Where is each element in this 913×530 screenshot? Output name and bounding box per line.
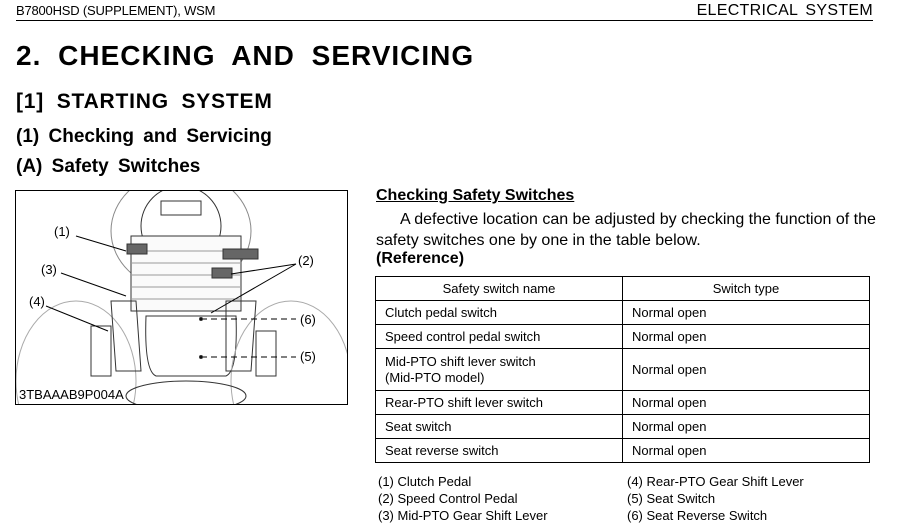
switch-type: Normal open [622,300,870,325]
switch-name: Clutch pedal switch [375,300,623,325]
section-heading: [1] STARTING SYSTEM [16,90,273,113]
column-header: Switch type [622,276,870,301]
table-row: Seat reverse switch Normal open [375,438,870,463]
reference-label: (Reference) [376,250,465,267]
callout-2: (2) [298,253,314,268]
switch-name: Seat reverse switch [375,438,623,463]
switch-type: Normal open [622,324,870,349]
subsection-heading: (1) Checking and Servicing [16,126,272,147]
table-row: Clutch pedal switch Normal open [375,300,870,325]
callout-4: (4) [29,294,45,309]
subtitle: Checking Safety Switches [376,187,575,204]
tractor-illustration [16,191,347,404]
callout-1: (1) [54,224,70,239]
switch-type: Normal open [622,414,870,439]
table-header-row: Safety switch name Switch type [375,276,870,301]
section-title: ELECTRICAL SYSTEM [696,2,873,19]
switch-name: Mid-PTO shift lever switch [385,353,536,369]
legend-item: (2) Speed Control Pedal [378,491,518,506]
table-row: Rear-PTO shift lever switch Normal open [375,390,870,415]
legend-item: (4) Rear-PTO Gear Shift Lever [627,474,804,489]
topic-heading: (A) Safety Switches [16,156,201,177]
legend-item: (6) Seat Reverse Switch [627,508,768,523]
callout-3: (3) [41,262,57,277]
switch-type: Normal open [622,438,870,463]
table-row: Speed control pedal switch Normal open [375,324,870,349]
switch-name-cell: Mid-PTO shift lever switch(Mid-PTO model… [375,348,623,391]
switch-type: Normal open [622,390,870,415]
chapter-heading: 2. CHECKING AND SERVICING [16,40,475,71]
table-row: Mid-PTO shift lever switch(Mid-PTO model… [375,348,870,391]
callout-5: (5) [300,349,316,364]
column-header: Safety switch name [375,276,623,301]
header-divider [16,20,873,21]
figure-code: 3TBAAAB9P004A [19,387,124,402]
tractor-figure: (1) (2) (3) (4) (5) (6) 3TBAAAB9P004A [15,190,348,405]
switch-name-note: (Mid-PTO model) [385,369,485,385]
legend-item: (1) Clutch Pedal [378,474,472,489]
table-row: Seat switch Normal open [375,414,870,439]
safety-switch-table: Safety switch name Switch type Clutch pe… [375,276,870,463]
switch-name: Seat switch [375,414,623,439]
switch-type: Normal open [622,348,870,391]
legend-item: (3) Mid-PTO Gear Shift Lever [378,508,548,523]
manual-title: B7800HSD (SUPPLEMENT), WSM [16,3,216,18]
callout-6: (6) [300,312,316,327]
switch-name: Rear-PTO shift lever switch [375,390,623,415]
description-paragraph: A defective location can be adjusted by … [376,211,876,249]
switch-name: Speed control pedal switch [375,324,623,349]
legend-item: (5) Seat Switch [627,491,716,506]
